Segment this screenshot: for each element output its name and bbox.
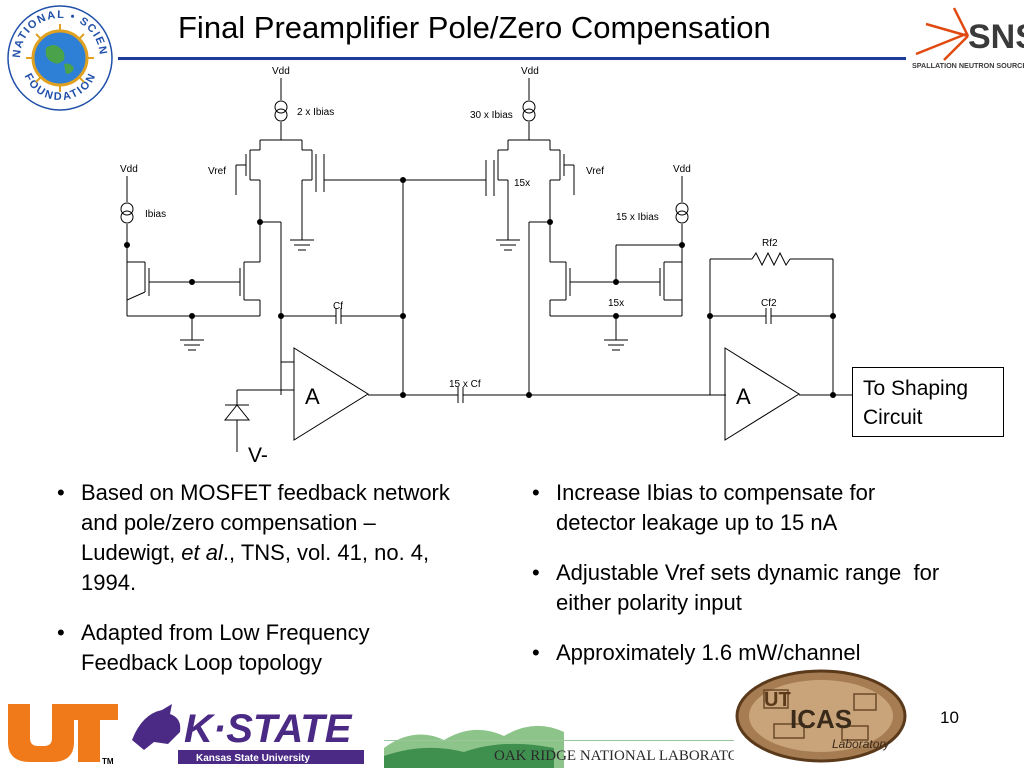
bullet-left-1-text: Based on MOSFET feedback network and pol… — [81, 480, 450, 565]
shaping-circuit-box: To Shaping Circuit — [852, 367, 1004, 437]
icas-logo: UT ICAS Laboratory — [735, 669, 907, 763]
bullet-right-2: Adjustable Vref sets dynamic range for e… — [530, 558, 950, 618]
bullet-left-1-tail: ., TNS, vol. 41, no. 4, 1994. — [81, 540, 430, 595]
page-number: 10 — [940, 708, 959, 727]
title-underline — [118, 57, 906, 60]
ornl-logo: OAK RIDGE NATIONAL LABORATORY — [384, 725, 734, 768]
sns-text: SNS — [968, 18, 1024, 56]
bullet-right-1: Increase Ibias to compensate for detecto… — [530, 478, 950, 538]
cf-15x-label: 15 x Cf — [449, 379, 481, 390]
icas-text: ICAS — [790, 704, 852, 734]
rf2-label: Rf2 — [762, 238, 778, 249]
sns-subtitle: SPALLATION NEUTRON SOURCE — [912, 61, 1024, 70]
cf2-label: Cf2 — [761, 298, 777, 309]
vref-label-left: Vref — [208, 166, 226, 177]
bias-15x-label: 15 x Ibias — [616, 212, 659, 223]
kstate-text: K·STATE — [184, 707, 353, 751]
bias-1x-label: Ibias — [145, 209, 166, 220]
bullet-right-3: Approximately 1.6 mW/channel — [530, 638, 950, 668]
cf-label: Cf — [333, 301, 343, 312]
shaping-box-line-2: Circuit — [863, 406, 923, 429]
vref-label-right: Vref — [586, 166, 604, 177]
nsf-logo: NATIONAL • SCIENCE FOUNDATION — [6, 4, 113, 111]
shaping-box-line-1: To Shaping — [863, 377, 969, 400]
slide-title: Final Preamplifier Pole/Zero Compensatio… — [178, 10, 771, 45]
amp-1-label: A — [305, 384, 320, 409]
icas-subtitle: Laboratory — [832, 737, 890, 751]
bias-2x-label: 2 x Ibias — [297, 107, 334, 118]
vdd-label-4: Vdd — [673, 164, 691, 175]
ut-logo: TM — [8, 704, 118, 766]
kstate-subtitle: Kansas State University — [196, 753, 310, 764]
icas-ut-text: UT — [764, 689, 791, 711]
amp-2-label: A — [736, 384, 751, 409]
ornl-text: OAK RIDGE NATIONAL LABORATORY — [494, 748, 734, 764]
vdd-label-2: Vdd — [521, 66, 539, 77]
v-minus-label: V- — [248, 444, 268, 467]
sns-logo: SNS SPALLATION NEUTRON SOURCE — [912, 7, 1024, 70]
bullet-left-1-italic: et al — [181, 540, 223, 565]
wildcat-icon — [132, 704, 181, 750]
bullets-left: Based on MOSFET feedback network and pol… — [55, 478, 455, 698]
bullet-left-1: Based on MOSFET feedback network and pol… — [55, 478, 455, 598]
kstate-logo: K·STATE Kansas State University — [126, 696, 372, 768]
ut-tm: TM — [102, 757, 114, 766]
vdd-label-3: Vdd — [120, 164, 138, 175]
size-15x-label-1: 15x — [514, 178, 530, 189]
bullets-right: Increase Ibias to compensate for detecto… — [530, 478, 950, 688]
size-15x-label-2: 15x — [608, 298, 624, 309]
bias-30x-label: 30 x Ibias — [470, 110, 513, 121]
vdd-label-1: Vdd — [272, 66, 290, 77]
bullet-left-2: Adapted from Low Frequency Feedback Loop… — [55, 618, 455, 678]
